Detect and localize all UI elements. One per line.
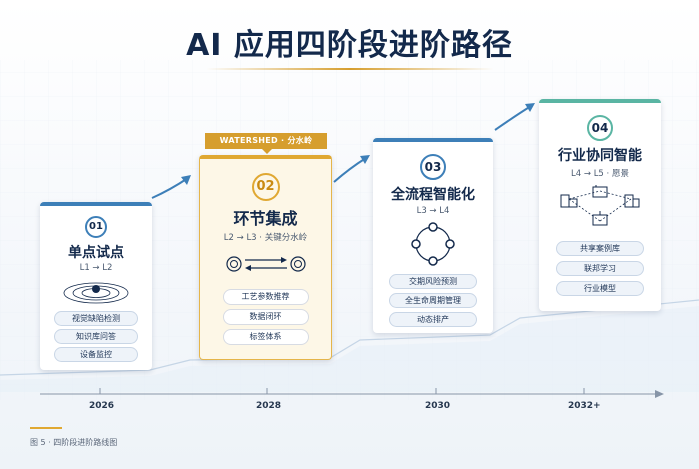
- stage-card-1: 01 单点试点 L1 → L2 视觉缺陷检测 知识库问答 设备监控: [40, 202, 152, 370]
- stage-badge-1: 01: [85, 216, 107, 238]
- stage-subtitle-4: L4 → L5 · 愿景: [571, 169, 629, 179]
- stage-badge-3: 03: [420, 154, 446, 180]
- stage-card-4: 04 行业协同智能 L4 → L5 · 愿景 共享案例库 联邦学习 行业模型: [539, 99, 661, 311]
- stage-3-item: 动态排产: [389, 312, 477, 327]
- stage-1-item: 知识库问答: [54, 329, 138, 344]
- timeline-arrowhead: [655, 390, 664, 398]
- stair-line: [0, 299, 699, 376]
- title-underline: [206, 68, 494, 70]
- stage-1-item: 设备监控: [54, 347, 138, 362]
- stage-subtitle-1: L1 → L2: [79, 263, 113, 273]
- stage-title-3: 全流程智能化: [391, 187, 475, 203]
- timeline-year: 2026: [89, 401, 115, 411]
- target-ripple-icon: [63, 282, 129, 304]
- caption-accent: [30, 427, 62, 429]
- stage-2-item: 数据闭环: [222, 309, 309, 325]
- figure-caption: 图 5 · 四阶段进阶路线图: [30, 438, 118, 447]
- stage-4-item: 共享案例库: [556, 241, 644, 256]
- stage-title-4: 行业协同智能: [558, 148, 642, 164]
- timeline-year: 2032+: [568, 401, 601, 411]
- sync-arrows-icon: [225, 256, 306, 272]
- stage-2-item: 工艺参数推荐: [222, 289, 309, 305]
- stage-subtitle-3: L3 → L4: [416, 206, 450, 216]
- stage-4-item: 行业模型: [556, 281, 644, 296]
- stage-3-item: 全生命周期管理: [389, 293, 477, 308]
- stage-4-item: 联邦学习: [556, 261, 644, 276]
- stage-2-item: 标签体系: [222, 329, 309, 345]
- stage-card-3: 03 全流程智能化 L3 → L4 交期风险预测 全生命周期管理 动态排产: [373, 138, 493, 333]
- stage-subtitle-2: L2 → L3 · 关键分水岭: [223, 233, 308, 243]
- watershed-ribbon: WATERSHED · 分水岭: [205, 133, 327, 154]
- network-factories-icon: [560, 185, 640, 226]
- stage-3-item: 交期风险预测: [389, 274, 477, 289]
- stage-badge-4: 04: [587, 115, 613, 141]
- stage-title-2: 环节集成: [233, 209, 298, 228]
- stage-title-1: 单点试点: [68, 245, 124, 261]
- page-title: AI 应用四阶段进阶路径: [186, 28, 513, 63]
- timeline-year: 2028: [256, 401, 282, 411]
- stage-1-item: 视觉缺陷检测: [54, 311, 138, 326]
- stage-badge-2: 02: [251, 173, 280, 201]
- stage-card-2: 02 环节集成 L2 → L3 · 关键分水岭 工艺参数推荐 数据闭环 标签体系: [199, 155, 332, 360]
- timeline-year: 2030: [425, 401, 451, 411]
- cycle-nodes-icon: [411, 222, 455, 266]
